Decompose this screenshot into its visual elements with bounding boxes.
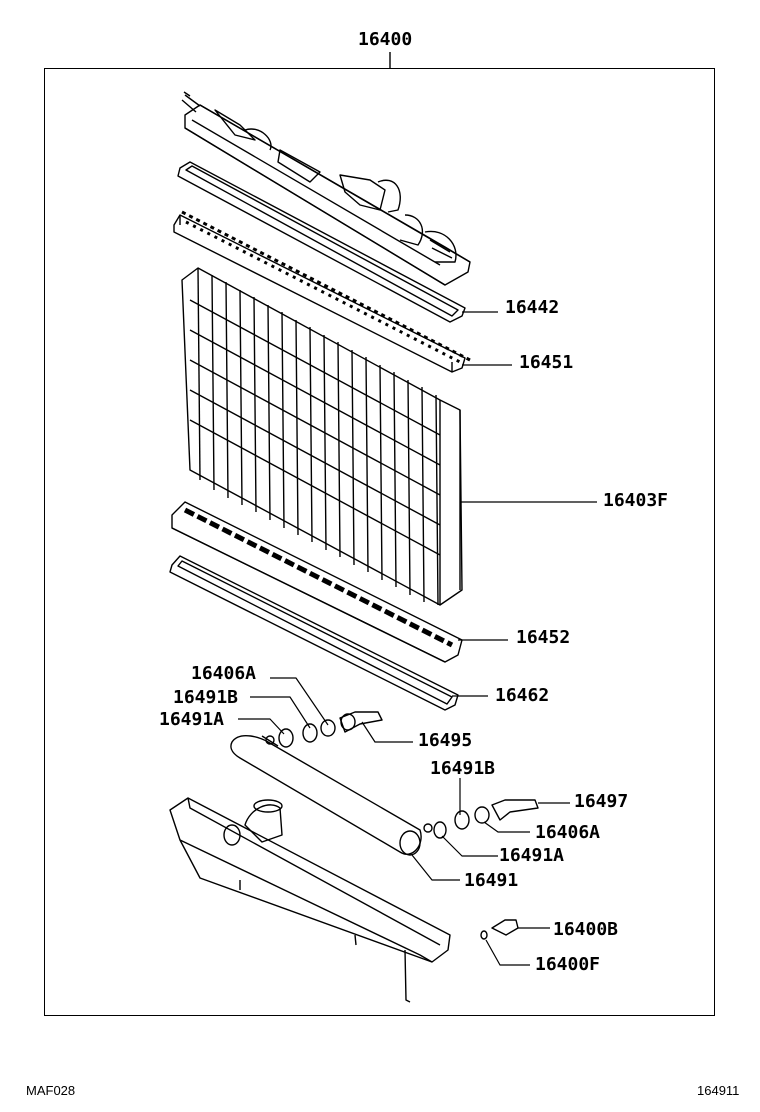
part-label-16491B-left: 16491B [173,687,239,708]
part-label-16406A-left: 16406A [191,663,257,684]
part-label-16400F: 16400F [535,954,601,975]
leader-16491 [411,854,460,881]
part-label-16491A-left: 16491A [159,709,225,730]
part-label-16451: 16451 [519,352,574,373]
part-label-16491A-right: 16491A [499,845,565,866]
leader-16406A-right [483,821,530,833]
leader-16400F [485,939,530,966]
assembly-label: 16400 [358,29,413,50]
core-16403F [181,267,463,606]
oil-cooler-16491 [230,734,433,856]
left-fittings [278,711,383,748]
part-label-16452: 16452 [516,627,571,648]
upper-tank [181,91,471,286]
part-label-16491: 16491 [464,870,519,891]
right-fittings [433,799,539,839]
gasket-16462 [169,555,459,711]
part-label-16495: 16495 [418,730,473,751]
page-code: 164911 [697,1083,740,1098]
part-label-16403F: 16403F [603,490,669,511]
part-label-16497: 16497 [574,791,629,812]
leader-lines [238,311,597,966]
figure-code: MAF028 [26,1083,76,1098]
lower-plate-16452 [171,501,463,663]
leader-16495 [361,721,413,743]
leader-16406A-left [270,677,329,726]
part-label-16442: 16442 [505,297,560,318]
leader-16491A-right [441,835,498,857]
leader-16491B-left [250,696,311,729]
drain-cock [480,919,519,940]
lower-tank [169,797,451,1003]
gasket-16442 [177,161,466,323]
part-label-16462: 16462 [495,685,550,706]
part-label-16400B: 16400B [553,919,619,940]
leader-16491A-left [238,718,285,735]
diagram-frame [44,68,715,1016]
part-label-16406A-right: 16406A [535,822,601,843]
upper-plate-16451 [173,210,471,373]
part-label-16491B-right: 16491B [430,758,496,779]
